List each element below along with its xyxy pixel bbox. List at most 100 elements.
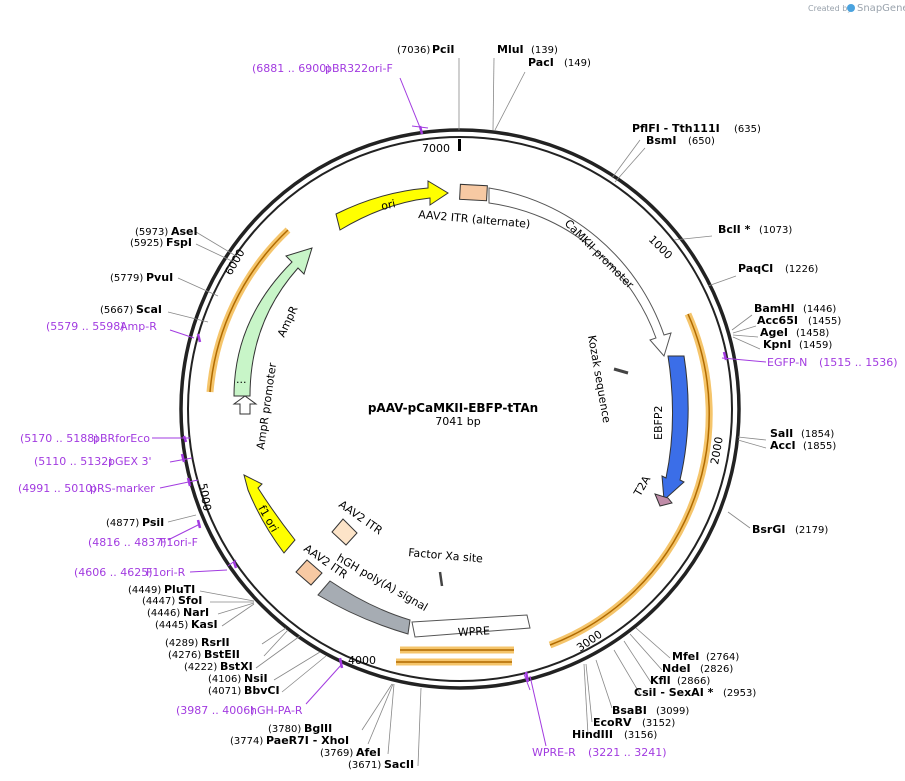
enzyme-xhoi[interactable]: (3774)PaeR7I - XhoI <box>230 734 349 747</box>
svg-text:(5779): (5779) <box>110 273 143 284</box>
enzyme-hindiii[interactable]: HindIII(3156) <box>572 728 657 741</box>
svg-text:MluI: MluI <box>497 43 524 56</box>
enzyme-labels: (7036)PciI MluI (139) PacI(149) PflFI - T… <box>100 43 841 771</box>
svg-text:(3156): (3156) <box>624 730 657 741</box>
svg-text:PaqCI: PaqCI <box>738 262 773 275</box>
enzyme-pcii[interactable]: (7036)PciI <box>397 43 454 56</box>
feature-wpre-label: WPRE <box>457 624 490 639</box>
enzyme-bsmi[interactable]: BsmI(650) <box>646 134 715 147</box>
primer-prs-marker[interactable]: (4991 .. 5010)pRS-marker <box>18 482 155 495</box>
svg-text:(4222): (4222) <box>184 662 217 673</box>
primer-pbrforeco[interactable]: (5170 .. 5188)pBRforEco <box>20 432 150 445</box>
enzyme-mfei[interactable]: MfeI(2764) <box>672 650 739 663</box>
svg-text:SacII: SacII <box>384 758 414 771</box>
svg-text:(4991 .. 5010): (4991 .. 5010) <box>18 482 97 495</box>
svg-text:(2953): (2953) <box>723 688 756 699</box>
enzyme-scai[interactable]: (5667)ScaI <box>100 303 162 316</box>
enzyme-psii[interactable]: (4877)PsiI <box>106 516 164 529</box>
enzyme-kpni[interactable]: KpnI(1459) <box>763 338 832 351</box>
feature-ampr-ellipsis: ··· <box>236 376 247 389</box>
svg-text:BsmI: BsmI <box>646 134 677 147</box>
svg-text:PsiI: PsiI <box>142 516 164 529</box>
enzyme-bamhi[interactable]: BamHI(1446) <box>754 302 836 315</box>
primer-amp-r[interactable]: (5579 .. 5598)Amp-R <box>46 320 157 333</box>
enzyme-kfli[interactable]: KflI(2866) <box>650 674 710 687</box>
enzyme-mlui[interactable]: MluI (139) <box>497 43 558 56</box>
primer-f1ori-r[interactable]: (4606 .. 4625)F1ori-R <box>74 566 186 579</box>
enzyme-asei[interactable]: (5973)AseI <box>135 225 198 238</box>
enzyme-afei[interactable]: (3769)AfeI <box>320 746 381 759</box>
svg-text:PaeR7I - XhoI: PaeR7I - XhoI <box>266 734 349 747</box>
svg-text:Amp-R: Amp-R <box>120 320 157 333</box>
enzyme-bbvci[interactable]: (4071)BbvCI <box>208 684 280 697</box>
svg-text:(3774): (3774) <box>230 736 263 747</box>
svg-text:(635): (635) <box>734 124 761 135</box>
snapgene-credit: Created by SnapGene <box>808 3 905 14</box>
enzyme-kasi[interactable]: (4445)KasI <box>155 618 218 631</box>
enzyme-nari[interactable]: (4446)NarI <box>147 606 209 619</box>
svg-text:AfeI: AfeI <box>356 746 381 759</box>
enzyme-bglii[interactable]: (3780)BglII <box>268 722 332 735</box>
enzyme-sacii[interactable]: (3671)SacII <box>348 758 414 771</box>
enzyme-acci[interactable]: AccI(1855) <box>770 439 836 452</box>
primer-wpre-r[interactable]: WPRE-R(3221 .. 3241) <box>532 746 667 759</box>
enzyme-rsrii[interactable]: (4289)RsrII <box>165 636 230 649</box>
svg-text:(5925): (5925) <box>130 238 163 249</box>
enzyme-paqci[interactable]: PaqCI(1226) <box>738 262 818 275</box>
enzyme-nsii[interactable]: (4106)NsiI <box>208 672 268 685</box>
highlight-arc-left-core <box>209 229 289 393</box>
enzyme-pluti[interactable]: (4449)PluTI <box>128 583 195 596</box>
snapgene-logo-icon <box>847 4 855 12</box>
enzyme-bsabi[interactable]: BsaBI(3099) <box>612 704 689 717</box>
svg-text:PciI: PciI <box>432 43 454 56</box>
feature-ampr-promoter-label: AmpR promoter <box>254 362 279 451</box>
backbone <box>179 128 741 690</box>
enzyme-fspi[interactable]: (5925)FspI <box>130 236 192 249</box>
svg-text:AgeI: AgeI <box>760 326 788 339</box>
svg-text:(1455): (1455) <box>808 316 841 327</box>
feature-kozak <box>613 367 629 375</box>
svg-text:pBR322ori-F: pBR322ori-F <box>325 62 393 75</box>
enzyme-bcli[interactable]: BclI *(1073) <box>718 223 792 236</box>
svg-text:pGEX 3': pGEX 3' <box>108 455 152 468</box>
feature-factor-xa-label: Factor Xa site <box>408 546 484 565</box>
enzyme-sali[interactable]: SalI(1854) <box>770 427 834 440</box>
enzyme-ecorv[interactable]: EcoRV(3152) <box>593 716 675 729</box>
svg-text:(3671): (3671) <box>348 760 381 771</box>
primer-pbr322ori-f[interactable]: (6881 .. 6900)pBR322ori-F <box>252 62 393 75</box>
svg-text:BsaBI: BsaBI <box>612 704 647 717</box>
svg-text:(139): (139) <box>531 45 558 56</box>
svg-text:(3769): (3769) <box>320 748 353 759</box>
backbone-inner-ring <box>187 136 733 682</box>
feature-ebfp2 <box>661 355 689 502</box>
svg-text:(1459): (1459) <box>799 340 832 351</box>
svg-text:(5170 .. 5188): (5170 .. 5188) <box>20 432 99 445</box>
feature-ampr-label: AmpR <box>275 304 301 340</box>
enzyme-paci[interactable]: PacI(149) <box>528 56 591 69</box>
enzyme-pvui[interactable]: (5779)PvuI <box>110 271 173 284</box>
svg-text:(3987 .. 4006): (3987 .. 4006) <box>176 704 255 717</box>
enzyme-sfoi[interactable]: (4447)SfoI <box>142 594 202 607</box>
primer-f1ori-f[interactable]: (4816 .. 4837)F1ori-F <box>88 536 198 549</box>
enzyme-bstxi[interactable]: (4222)BstXI <box>184 660 253 673</box>
primer-egfp-n[interactable]: EGFP-N(1515 .. 1536) <box>767 356 898 369</box>
svg-text:EGFP-N: EGFP-N <box>767 356 807 369</box>
svg-text:(5579 .. 5598): (5579 .. 5598) <box>46 320 125 333</box>
svg-text:(6881 .. 6900): (6881 .. 6900) <box>252 62 331 75</box>
svg-text:WPRE-R: WPRE-R <box>532 746 576 759</box>
primer-pgex-3[interactable]: (5110 .. 5132)pGEX 3' <box>34 455 152 468</box>
svg-text:Acc65I: Acc65I <box>757 314 798 327</box>
svg-text:NdeI: NdeI <box>662 662 691 675</box>
enzyme-csii[interactable]: CsiI - SexAI *(2953) <box>634 686 756 699</box>
feature-t2a-label: T2A <box>631 473 654 499</box>
primer-hgh-pa-r[interactable]: (3987 .. 4006)hGH-PA-R <box>176 704 303 717</box>
enzyme-bsteii[interactable]: (4276)BstEII <box>168 648 240 661</box>
enzyme-agei[interactable]: AgeI(1458) <box>760 326 829 339</box>
svg-text:BclI *: BclI * <box>718 223 751 236</box>
enzyme-acc65i[interactable]: Acc65I (1455) <box>757 314 841 327</box>
enzyme-pflfi[interactable]: PflFI - Tth111I(635) <box>632 122 761 135</box>
feature-ori <box>335 180 449 231</box>
enzyme-ndei[interactable]: NdeI(2826) <box>662 662 733 675</box>
enzyme-bsrgi[interactable]: BsrGI(2179) <box>752 523 828 536</box>
feature-hgh-polya <box>317 580 411 635</box>
